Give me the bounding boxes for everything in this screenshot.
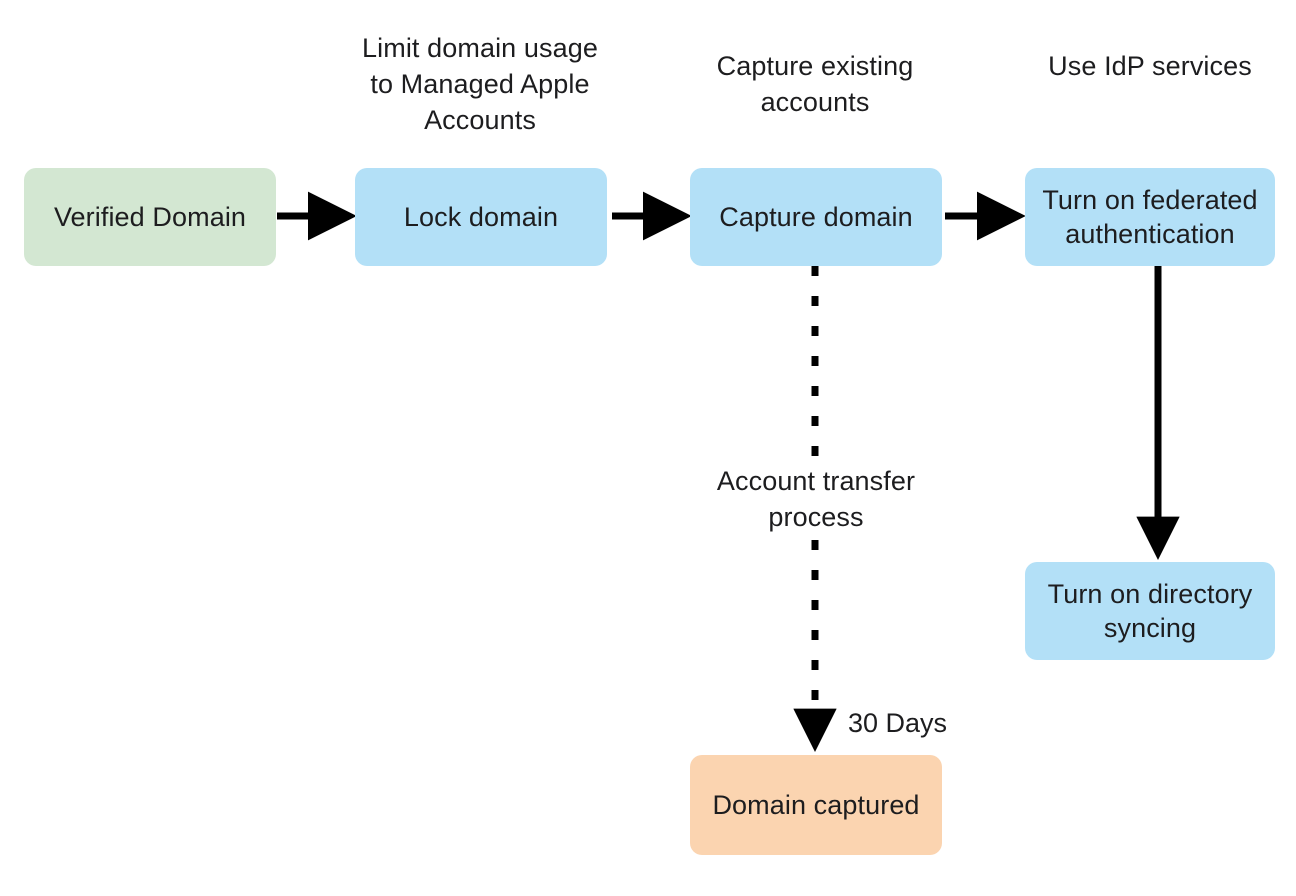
edge-label-30-days: 30 Days bbox=[848, 708, 948, 738]
edge-label-account-transfer: Account transfer process bbox=[716, 466, 916, 532]
node-verified-domain[interactable]: Verified Domain bbox=[24, 168, 276, 266]
node-capture-domain[interactable]: Capture domain bbox=[690, 168, 942, 266]
caption-lock-domain: Limit domain usage to Managed Apple Acco… bbox=[362, 33, 598, 135]
node-directory-sync[interactable]: Turn on directory syncing bbox=[1025, 562, 1275, 660]
node-federated-auth[interactable]: Turn on federated authentication bbox=[1025, 168, 1275, 266]
caption-capture-domain: Capture existing accounts bbox=[716, 51, 914, 117]
node-domain-captured[interactable]: Domain captured bbox=[690, 755, 942, 855]
node-lock-domain[interactable]: Lock domain bbox=[355, 168, 607, 266]
caption-federated-auth: Use IdP services bbox=[1048, 51, 1252, 81]
